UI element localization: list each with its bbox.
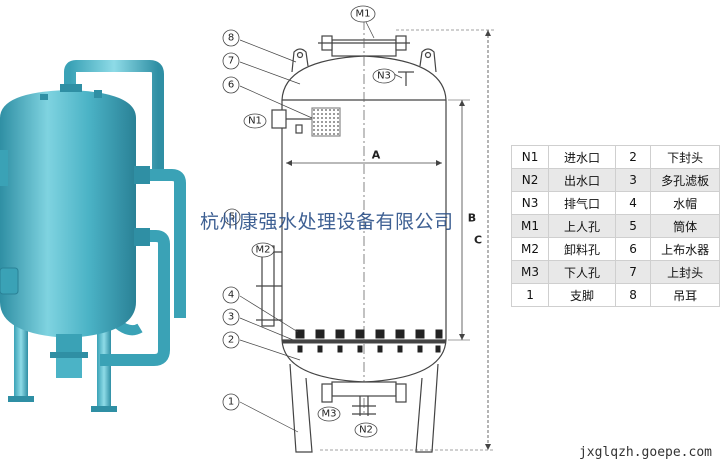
callout-1: 1 bbox=[228, 397, 234, 408]
legend-code: 8 bbox=[614, 283, 652, 307]
callout-m3: M3 bbox=[322, 409, 337, 420]
legend-code: M1 bbox=[510, 214, 550, 238]
callouts bbox=[222, 5, 396, 438]
dimension-c-label: C bbox=[474, 234, 482, 247]
callout-7: 7 bbox=[228, 56, 234, 67]
callout-3: 3 bbox=[228, 312, 234, 323]
legend-code: 6 bbox=[614, 237, 652, 261]
callout-6: 6 bbox=[228, 80, 234, 91]
callout-8: 8 bbox=[228, 33, 234, 44]
legend-code: 1 bbox=[510, 283, 550, 307]
legend-part-name: 卸料孔 bbox=[548, 237, 616, 261]
legend-code: M2 bbox=[510, 237, 550, 261]
callout-n1: N1 bbox=[248, 116, 262, 127]
tank-photo bbox=[0, 60, 186, 412]
legend-part-name: 水帽 bbox=[650, 191, 720, 215]
dimension-a-label: A bbox=[372, 149, 381, 162]
legend-code: 5 bbox=[614, 214, 652, 238]
legend-code: M3 bbox=[510, 260, 550, 284]
callout-2: 2 bbox=[228, 335, 234, 346]
legend-code: N3 bbox=[510, 191, 550, 215]
legend-part-name: 筒体 bbox=[650, 214, 720, 238]
callout-m1: M1 bbox=[356, 9, 371, 20]
legend-part-name: 吊耳 bbox=[650, 283, 720, 307]
legend-code: N2 bbox=[510, 168, 550, 192]
legend-part-name: 下人孔 bbox=[548, 260, 616, 284]
legend-code: 3 bbox=[614, 168, 652, 192]
legend-part-name: 排气口 bbox=[548, 191, 616, 215]
legend-part-name: 下封头 bbox=[650, 145, 720, 169]
legend-part-name: 上封头 bbox=[650, 260, 720, 284]
callout-n3: N3 bbox=[377, 71, 391, 82]
legend-code: 7 bbox=[614, 260, 652, 284]
legend-code: 2 bbox=[614, 145, 652, 169]
company-watermark: 杭州康强水处理设备有限公司 bbox=[200, 211, 454, 233]
legend-part-name: 进水口 bbox=[548, 145, 616, 169]
callout-5: 5 bbox=[229, 212, 235, 223]
legend-part-name: 支脚 bbox=[548, 283, 616, 307]
site-url: jxglqzh.goepe.com bbox=[578, 445, 712, 460]
callout-4: 4 bbox=[228, 290, 234, 301]
legend-code: N1 bbox=[510, 145, 550, 169]
callout-n2: N2 bbox=[359, 425, 373, 436]
dimension-b-label: B bbox=[468, 212, 476, 225]
legend-part-name: 上人孔 bbox=[548, 214, 616, 238]
legend-code: 4 bbox=[614, 191, 652, 215]
tank-drawing bbox=[239, 20, 494, 453]
callout-m2: M2 bbox=[256, 245, 271, 256]
legend-part-name: 上布水器 bbox=[650, 237, 720, 261]
legend-part-name: 出水口 bbox=[548, 168, 616, 192]
legend-part-name: 多孔滤板 bbox=[650, 168, 720, 192]
